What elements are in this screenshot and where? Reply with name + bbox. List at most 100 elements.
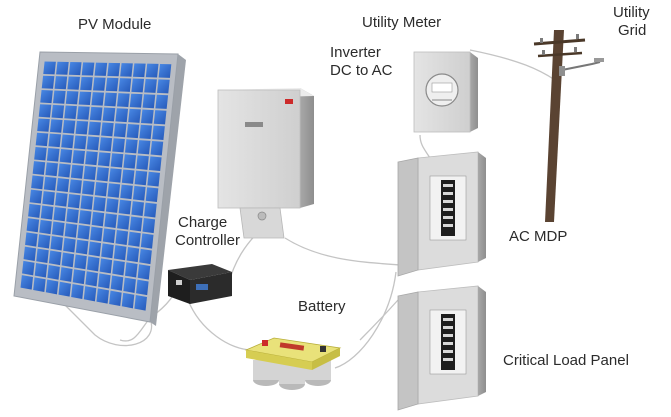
pv-cell [152,125,165,140]
utility-grid-label-line2: Grid [618,22,647,39]
inverter-label-line2: DC to AC [330,62,393,79]
pv-cell [59,149,73,163]
pv-cell [83,286,97,302]
pv-cell [115,108,129,123]
pv-cell [56,61,69,75]
pv-cell [142,218,156,234]
pv-cell [48,133,62,148]
pv-cell [68,62,82,76]
pv-cell [71,283,84,300]
pv-cell [58,163,71,178]
pv-cell [31,175,44,190]
pv-cell [36,248,49,264]
pv-cell [34,262,48,278]
pv-cell [53,90,66,104]
pv-module-icon [13,51,186,326]
pv-cell [109,290,122,307]
pv-cell [83,165,97,181]
pv-cell [55,192,68,207]
pv-cell [128,231,141,247]
pv-cell [139,124,153,140]
pv-cell [123,277,136,293]
pv-cell [91,92,105,106]
utility-pole-icon [533,30,604,222]
pv-cell [45,279,59,295]
pv-cell [129,216,143,232]
pv-cell [96,288,109,304]
pv-cell [88,241,102,257]
pv-cell [47,265,60,280]
pv-cell [147,171,160,187]
pv-cell [49,119,63,133]
pv-cell [113,123,127,138]
pv-cell [41,75,55,89]
pv-cell [25,232,38,247]
pv-cell [91,211,105,227]
pv-cell [107,62,121,77]
pv-cell [144,202,157,218]
battery-icon [244,337,342,390]
pv-cell [75,120,89,135]
critical-load-panel-icon [397,285,486,411]
pv-cell [22,260,35,276]
pv-cell [101,243,114,259]
pv-cell [117,214,130,230]
pv-cell [136,155,149,170]
pv-cell [139,248,152,265]
pv-cell [158,63,172,78]
pv-cell [62,120,76,134]
pv-cell [56,178,70,193]
pv-cell [43,61,56,75]
pv-cell [98,273,111,289]
pv-cell [51,104,65,119]
pv-cell [131,201,144,216]
pv-cell [124,262,138,278]
pv-cell [26,218,40,233]
pv-cell [128,108,141,123]
pv-cell [45,162,58,177]
pv-cell [37,234,51,249]
pv-cell [107,183,121,198]
pv-cell [148,156,162,171]
pv-cell [99,258,113,274]
pv-cell [101,122,114,137]
pv-cell [145,63,159,78]
pv-cell [96,167,109,182]
pv-cell [29,189,43,204]
pv-cell [46,147,60,162]
pv-cell [137,264,151,280]
pv-cell [129,93,143,108]
critical-load-panel-label: Critical Load Panel [503,352,629,369]
pv-cell [33,277,46,293]
pv-cell [77,224,90,240]
pv-cell [28,203,41,218]
pv-cell [102,228,116,244]
pv-cell [39,219,52,235]
pv-cell [142,94,156,109]
pv-cell [155,94,169,109]
pv-cell [125,139,138,154]
pv-cell [140,109,154,124]
pv-cell [89,106,103,121]
pv-cell [35,132,49,147]
pv-cell [144,78,157,93]
pv-cell [153,110,167,125]
pv-cell [94,181,108,197]
inverter-label-line1: Inverter [330,44,381,61]
utility-meter-icon [413,51,478,133]
pv-cell [150,140,164,156]
pv-cell [70,164,84,179]
pv-cell [118,199,132,215]
pv-cell [99,137,113,152]
pv-cell [32,161,46,175]
pv-cell [23,246,37,261]
pv-cell [126,247,140,263]
pv-cell [75,239,89,255]
pv-cell [132,63,146,78]
pv-cell [134,170,148,186]
pv-cell [60,267,73,282]
pv-cell [61,134,74,149]
pv-cell [43,176,57,191]
pv-cell [66,208,79,223]
